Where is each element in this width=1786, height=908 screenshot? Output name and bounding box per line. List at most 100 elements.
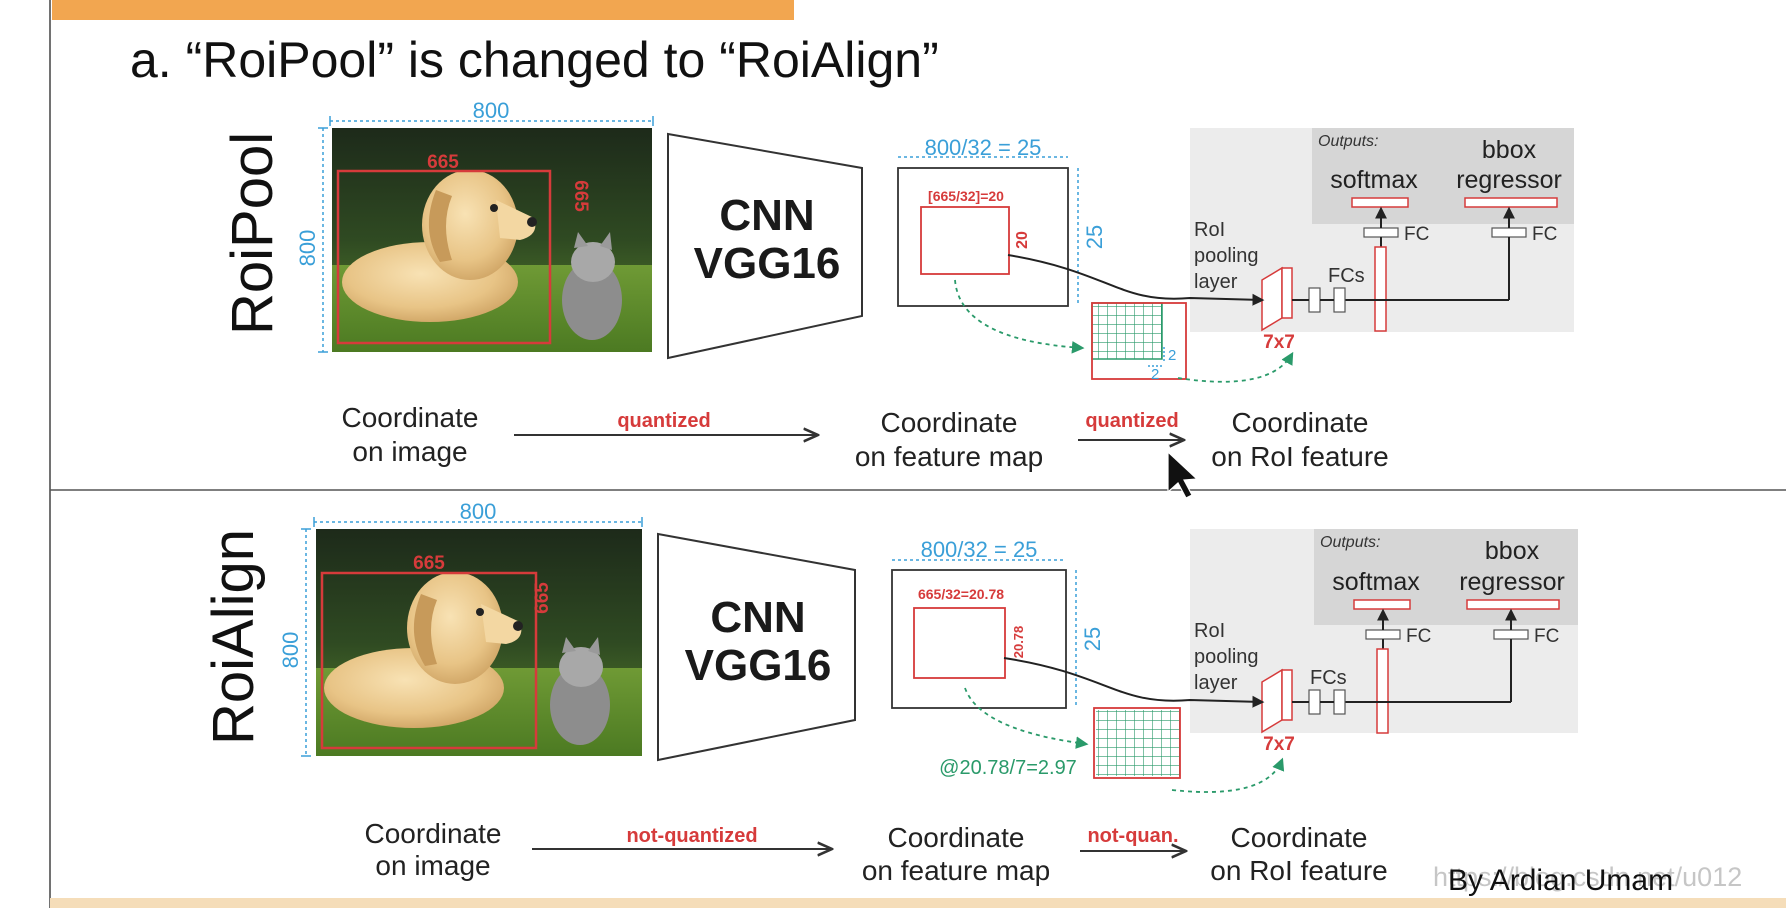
fmap-height-label: 25 — [1080, 627, 1105, 651]
fmap-roi-width-label: [665/32]=20 — [928, 188, 1004, 204]
fc-label-softmax: FC — [1404, 224, 1429, 245]
flow-step2-line2: on feature map — [862, 855, 1050, 886]
bbox-output-bar — [1466, 599, 1560, 610]
slide-title: a. “RoiPool” is changed to “RoiAlign” — [130, 32, 939, 88]
bbox-label: bbox — [1485, 537, 1540, 565]
fc-layer-2 — [1333, 287, 1346, 313]
fmap-width-label: 800/32 = 25 — [921, 537, 1038, 562]
feature-vector-bar — [1374, 246, 1387, 332]
bbox-label: bbox — [1482, 136, 1537, 164]
image-width-label: 800 — [460, 499, 497, 524]
roi-feature-grid — [1096, 710, 1180, 776]
fcs-label: FCs — [1310, 667, 1347, 689]
fc-layer-2 — [1333, 689, 1346, 715]
dog-kitten-photo — [332, 128, 652, 352]
cnn-label: CNN — [719, 191, 814, 240]
roi-box-on-image — [320, 571, 538, 750]
image-height-label: 800 — [278, 632, 303, 669]
roi-feature-grid — [1092, 303, 1162, 359]
pool-label-line2: pooling — [1194, 646, 1259, 668]
pool-label-line3: layer — [1194, 672, 1238, 694]
outputs-panel — [1312, 128, 1574, 224]
roi-width-label: 665 — [413, 553, 445, 574]
fc-label-bbox: FC — [1532, 224, 1557, 245]
flow-arrow1-label: quantized — [617, 410, 710, 432]
cnn-label: CNN — [710, 593, 805, 642]
row-label: RoiPool — [220, 132, 285, 335]
flow-step3-line2: on RoI feature — [1211, 441, 1388, 472]
pool-size-label: 7x7 — [1263, 734, 1295, 755]
bbox-output-bar — [1464, 197, 1558, 208]
fmap-height-label: 25 — [1082, 225, 1107, 249]
fc-label-softmax: FC — [1406, 626, 1431, 647]
cnn-trapezoid — [657, 532, 856, 762]
roi-projection-line — [1003, 657, 1265, 708]
grid-cell-label-bottom: 2 — [1151, 366, 1159, 383]
roialign-row: RoiAlign 800 800 665 665 CNN VGG16 8 — [201, 499, 1578, 886]
roi-height-label: 665 — [532, 582, 553, 614]
roi-box-on-fmap — [920, 206, 1010, 275]
fc-box-softmax — [1363, 227, 1399, 238]
fc-layer-1 — [1308, 689, 1321, 715]
feature-map — [897, 167, 1069, 307]
vgg16-label: VGG16 — [685, 641, 832, 690]
fc-box-softmax — [1365, 629, 1401, 640]
roi-width-label: 665 — [427, 152, 459, 173]
pool-label-line1: RoI — [1194, 219, 1225, 241]
flow-step1-line1: Coordinate — [342, 402, 479, 433]
flow-arrow2-label: quantized — [1085, 410, 1178, 432]
outputs-label: Outputs: — [1318, 133, 1378, 150]
pool-label-line2: pooling — [1194, 245, 1259, 267]
fmap-width-label: 800/32 = 25 — [925, 135, 1042, 160]
flow-step2-line2: on feature map — [855, 441, 1043, 472]
roi-box-on-image — [336, 169, 552, 345]
softmax-output-bar — [1353, 599, 1411, 610]
cnn-trapezoid — [667, 132, 863, 360]
pool-size-label: 7x7 — [1263, 332, 1295, 353]
softmax-label: softmax — [1332, 568, 1420, 596]
regressor-label: regressor — [1456, 166, 1562, 194]
roi-projection-line — [1007, 254, 1265, 306]
image-width-label: 800 — [473, 98, 510, 123]
flow-step3-line2: on RoI feature — [1210, 855, 1387, 886]
feature-vector-bar — [1376, 648, 1389, 734]
roi-height-label: 665 — [570, 180, 591, 212]
fcs-label: FCs — [1328, 265, 1365, 287]
flow-step1-line2: on image — [375, 850, 490, 881]
row-label: RoiAlign — [201, 529, 266, 745]
flow-step2-line1: Coordinate — [888, 822, 1025, 853]
image-height-label: 800 — [295, 230, 320, 267]
fmap-roi-height-label: 20.78 — [1011, 626, 1026, 659]
flow-step1-line2: on image — [352, 436, 467, 467]
softmax-label: softmax — [1330, 166, 1418, 194]
outputs-label: Outputs: — [1320, 534, 1380, 551]
mouse-cursor-icon — [1167, 450, 1199, 499]
roi-box-on-fmap — [913, 607, 1006, 679]
regressor-label: regressor — [1459, 568, 1565, 596]
fmap-to-grid-arrow — [954, 279, 1085, 354]
flow-step2-line1: Coordinate — [881, 407, 1018, 438]
grid-to-pool-arrow — [1177, 351, 1294, 383]
flow-step1-line1: Coordinate — [365, 818, 502, 849]
grid-to-pool-arrow — [1171, 757, 1285, 793]
feature-map — [891, 569, 1067, 709]
fmap-to-grid-arrow — [964, 687, 1089, 749]
fc-layer-1 — [1308, 287, 1321, 313]
flow-step3-line1: Coordinate — [1232, 407, 1369, 438]
fc-box-bbox — [1493, 629, 1529, 640]
vgg16-label: VGG16 — [694, 239, 841, 288]
flow-arrow1-label: not-quantized — [626, 825, 757, 847]
watermark-url: https://blog.csdn.net/u012 — [1433, 862, 1742, 892]
fmap-roi-height-label: 20 — [1014, 231, 1031, 249]
grid-cell-label-right: 2 — [1168, 347, 1176, 364]
fc-label-bbox: FC — [1534, 626, 1559, 647]
credit-text: By Ardian Umam — [1448, 864, 1673, 897]
accent-bar — [52, 0, 794, 20]
pool-label-line1: RoI — [1194, 620, 1225, 642]
quantized-roi-box — [1091, 302, 1187, 380]
bottom-accent — [50, 898, 1786, 908]
roipool-row: RoiPool 800 800 665 665 CNN VGG — [220, 98, 1574, 472]
fmap-roi-width-label: 665/32=20.78 — [918, 586, 1004, 602]
softmax-output-bar — [1351, 197, 1409, 208]
